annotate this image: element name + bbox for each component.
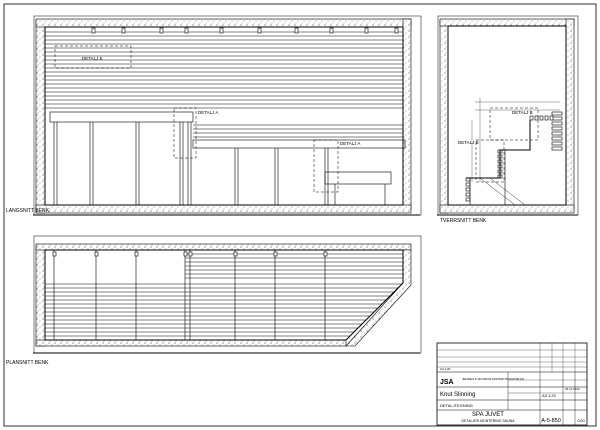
view-title-plan: PLANSNITT BENK <box>6 360 49 366</box>
detail-label-5: DETALJ 5 <box>82 56 103 61</box>
company-logo-text: JSA <box>440 379 454 386</box>
slat-section <box>529 115 534 121</box>
slat-section <box>551 146 563 151</box>
left-wall-hatch <box>35 19 46 214</box>
slat-section <box>465 197 471 202</box>
ceiling-hatch <box>35 18 412 28</box>
slat-section <box>465 187 471 192</box>
plan-angled-wall-hatch <box>345 249 412 347</box>
slat-section <box>551 136 563 141</box>
slat-clip <box>121 27 126 34</box>
slat-section <box>465 182 471 187</box>
sheet-border <box>3 3 597 427</box>
slat-section <box>551 126 563 131</box>
detail-label-a-2: DETALJ A <box>340 141 360 146</box>
trans-detail-label-1: DETALJ B <box>512 110 533 115</box>
plan-post-cap <box>134 251 139 257</box>
right-wall-hatch <box>402 18 412 210</box>
plan-top-wall-hatch <box>35 243 412 251</box>
slat-clip <box>184 27 189 34</box>
detail-callout-a-1 <box>173 107 197 159</box>
floor-hatch <box>35 204 412 214</box>
trans-floor-hatch <box>439 204 575 214</box>
slat-clip <box>364 27 369 34</box>
slat-section <box>551 116 563 121</box>
rev-row-text: A3 1:20 <box>440 367 451 371</box>
slat-section <box>539 115 544 121</box>
slat-clip <box>294 27 299 34</box>
slat-clip <box>159 27 164 34</box>
view-title-transverse: TVERRSNITT BENK <box>440 218 487 224</box>
architect-name: Knut Slinning <box>440 392 475 398</box>
drawing-date: 06.11.2012 <box>565 387 580 391</box>
transverse-section-view: DETALJ B DETALJ B TVERRSNITT BENK <box>437 15 579 224</box>
plan-post-cap <box>323 251 328 257</box>
project-name: SPA JUVET <box>472 412 504 418</box>
plan-post-cap <box>94 251 99 257</box>
trans-detail-label-2: DETALJ B <box>458 140 479 145</box>
plan-section-view: PLANSNITT BENK <box>6 235 422 366</box>
slat-section <box>534 115 539 121</box>
slat-section <box>549 115 554 121</box>
drawing-subtitle: DETALJER MONTERING SAUNA <box>461 419 515 423</box>
trans-ceiling-hatch <box>439 18 575 27</box>
trans-left-wall-hatch <box>439 19 449 214</box>
longitudinal-section-view: DETALJ 5 DETALJ A DETALJ A LANGSNITT BEN… <box>6 15 422 216</box>
slat-section <box>551 141 563 146</box>
detail-callout-a-2 <box>313 139 339 193</box>
slat-section <box>544 115 549 121</box>
plan-post-cap <box>52 251 57 257</box>
slat-section <box>551 131 563 136</box>
plan-post-cap <box>233 251 238 257</box>
plan-post-cap <box>183 251 188 257</box>
revision-code: C00 <box>577 418 585 423</box>
drawing-scale: A3 1:20 <box>542 393 557 398</box>
plan-post-cap <box>188 251 193 257</box>
slat-clip <box>91 27 96 34</box>
drawing-type: DETALJTEGNING <box>440 403 473 408</box>
plan-left-wall-hatch <box>35 247 46 347</box>
slat-clip <box>394 27 399 34</box>
slat-section <box>551 121 563 126</box>
detail-label-a-1: DETALJ A <box>198 110 218 115</box>
slat-clip <box>219 27 224 34</box>
drawing-number: A-5-850 <box>541 418 561 424</box>
trans-right-wall-hatch <box>565 18 575 210</box>
company-name: JENSEN & SKODVIN ARKITEKTKONTOR AS <box>462 377 524 381</box>
view-title-longitudinal: LANGSNITT BENK <box>6 208 50 214</box>
title-block: A3 1:20 JSA JENSEN & SKODVIN ARKITEKTKON… <box>436 342 588 426</box>
slat-section <box>465 192 471 197</box>
detail-callout-5 <box>54 45 132 69</box>
slat-clip <box>257 27 262 34</box>
slat-section <box>551 111 563 116</box>
slat-clip <box>329 27 334 34</box>
plan-post-cap <box>273 251 278 257</box>
